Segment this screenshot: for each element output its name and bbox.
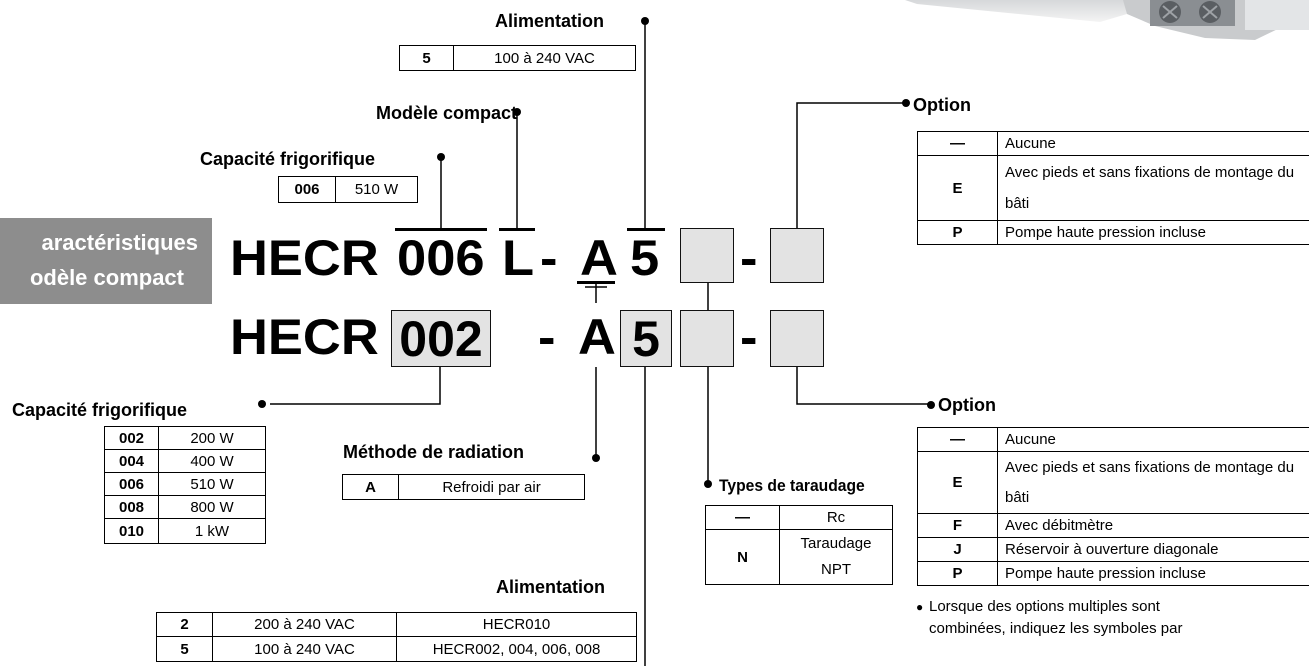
capacity-code-cell: 008 — [104, 495, 159, 519]
compact-dash-2: - — [740, 230, 758, 286]
standard-dash-1: - — [538, 309, 556, 365]
capacity-text-cell: 1 kW — [158, 518, 266, 544]
standard-thread-box — [680, 310, 734, 367]
side-label-line2: odèle compact — [29, 265, 184, 290]
power-code-cell: 2 — [156, 612, 213, 637]
compact-method-code: A — [580, 230, 618, 286]
compact-model-code: L — [502, 230, 535, 286]
compact-option-label: Option — [913, 95, 971, 115]
compact-capacity-code-overline — [395, 228, 487, 231]
standard-power-label: Alimentation — [496, 577, 606, 597]
bullet-icon: ● — [916, 600, 924, 614]
option-text-cell: Réservoir à ouverture diagonale — [997, 537, 1309, 562]
power-model-cell: HECR002, 004, 006, 008 — [396, 636, 637, 662]
option-code-cell: — — [917, 427, 998, 452]
compact-option-box — [770, 228, 824, 283]
capacity-code-cell: 004 — [104, 449, 159, 473]
option-code-cell: E — [917, 155, 998, 221]
standard-method-label: Méthode de radiation — [343, 442, 525, 462]
compact-power-label: Alimentation — [495, 11, 605, 31]
capacity-text-cell: 510 W — [158, 472, 266, 496]
product-photo — [905, 0, 1309, 40]
option-code-cell: F — [917, 513, 998, 538]
standard-option-box — [770, 310, 824, 367]
standard-capacity-label: Capacité frigorifique — [12, 400, 188, 420]
capacity-text-cell: 800 W — [158, 495, 266, 519]
option-text-cell: Aucune — [997, 427, 1309, 452]
compact-thread-box — [680, 228, 734, 283]
options-note: Lorsque des options multiples sont combi… — [929, 598, 1183, 637]
power-text-cell: 200 à 240 VAC — [212, 612, 397, 637]
option-code-cell: — — [917, 131, 998, 156]
method-text-cell: Refroidi par air — [398, 474, 585, 500]
compact-power-code: 5 — [630, 230, 660, 286]
side-label-line1: aractéristiques — [41, 230, 198, 255]
standard-dash-2: - — [740, 309, 758, 365]
compact-capacity-code-cell: 006 — [278, 176, 336, 203]
compact-capacity-code: 006 — [397, 230, 485, 286]
compact-capacity-text-cell: 510 W — [335, 176, 418, 203]
standard-method-code: A — [578, 309, 616, 365]
compact-power-text-cell: 100 à 240 VAC — [453, 45, 636, 71]
option-text-cell: Pompe haute pression incluse — [997, 561, 1309, 586]
option-text-cell: Avec pieds et sans fixations de montage … — [997, 155, 1309, 221]
option-code-cell: P — [917, 561, 998, 586]
thread-code-cell: N — [705, 529, 780, 585]
power-code-cell: 5 — [156, 636, 213, 662]
thread-code-cell: — — [705, 505, 780, 530]
power-model-cell: HECR010 — [396, 612, 637, 637]
capacity-code-cell: 006 — [104, 472, 159, 496]
standard-prefix: HECR — [230, 309, 379, 365]
thread-text-cell: Taraudage NPT — [779, 529, 893, 585]
capacity-text-cell: 400 W — [158, 449, 266, 473]
option-code-cell: P — [917, 220, 998, 245]
option-text-cell: Avec pieds et sans fixations de montage … — [997, 451, 1309, 514]
standard-capacity-code: 002 — [391, 310, 491, 367]
option-code-cell: E — [917, 451, 998, 514]
option-text-cell: Pompe haute pression incluse — [997, 220, 1309, 245]
compact-power-code-cell: 5 — [399, 45, 454, 71]
standard-thread-label: Types de taraudage — [719, 476, 865, 495]
standard-power-code: 5 — [620, 310, 672, 367]
compact-model-label: Modèle compact — [376, 103, 518, 123]
standard-option-label: Option — [938, 395, 996, 415]
option-code-cell: J — [917, 537, 998, 562]
compact-prefix: HECR — [230, 230, 379, 286]
compact-dash-1: - — [540, 230, 558, 286]
compact-capacity-label: Capacité frigorifique — [200, 149, 376, 169]
side-label: aractéristiques odèle compact — [0, 218, 212, 304]
method-code-cell: A — [342, 474, 399, 500]
thread-text-cell: Rc — [779, 505, 893, 530]
compact-power-code-overline — [627, 228, 665, 231]
capacity-text-cell: 200 W — [158, 426, 266, 450]
capacity-code-cell: 010 — [104, 518, 159, 544]
option-text-cell: Aucune — [997, 131, 1309, 156]
compact-method-code-underline — [577, 281, 615, 284]
compact-model-code-overline — [499, 228, 535, 231]
capacity-code-cell: 002 — [104, 426, 159, 450]
option-text-cell: Avec débitmètre — [997, 513, 1309, 538]
power-text-cell: 100 à 240 VAC — [212, 636, 397, 662]
